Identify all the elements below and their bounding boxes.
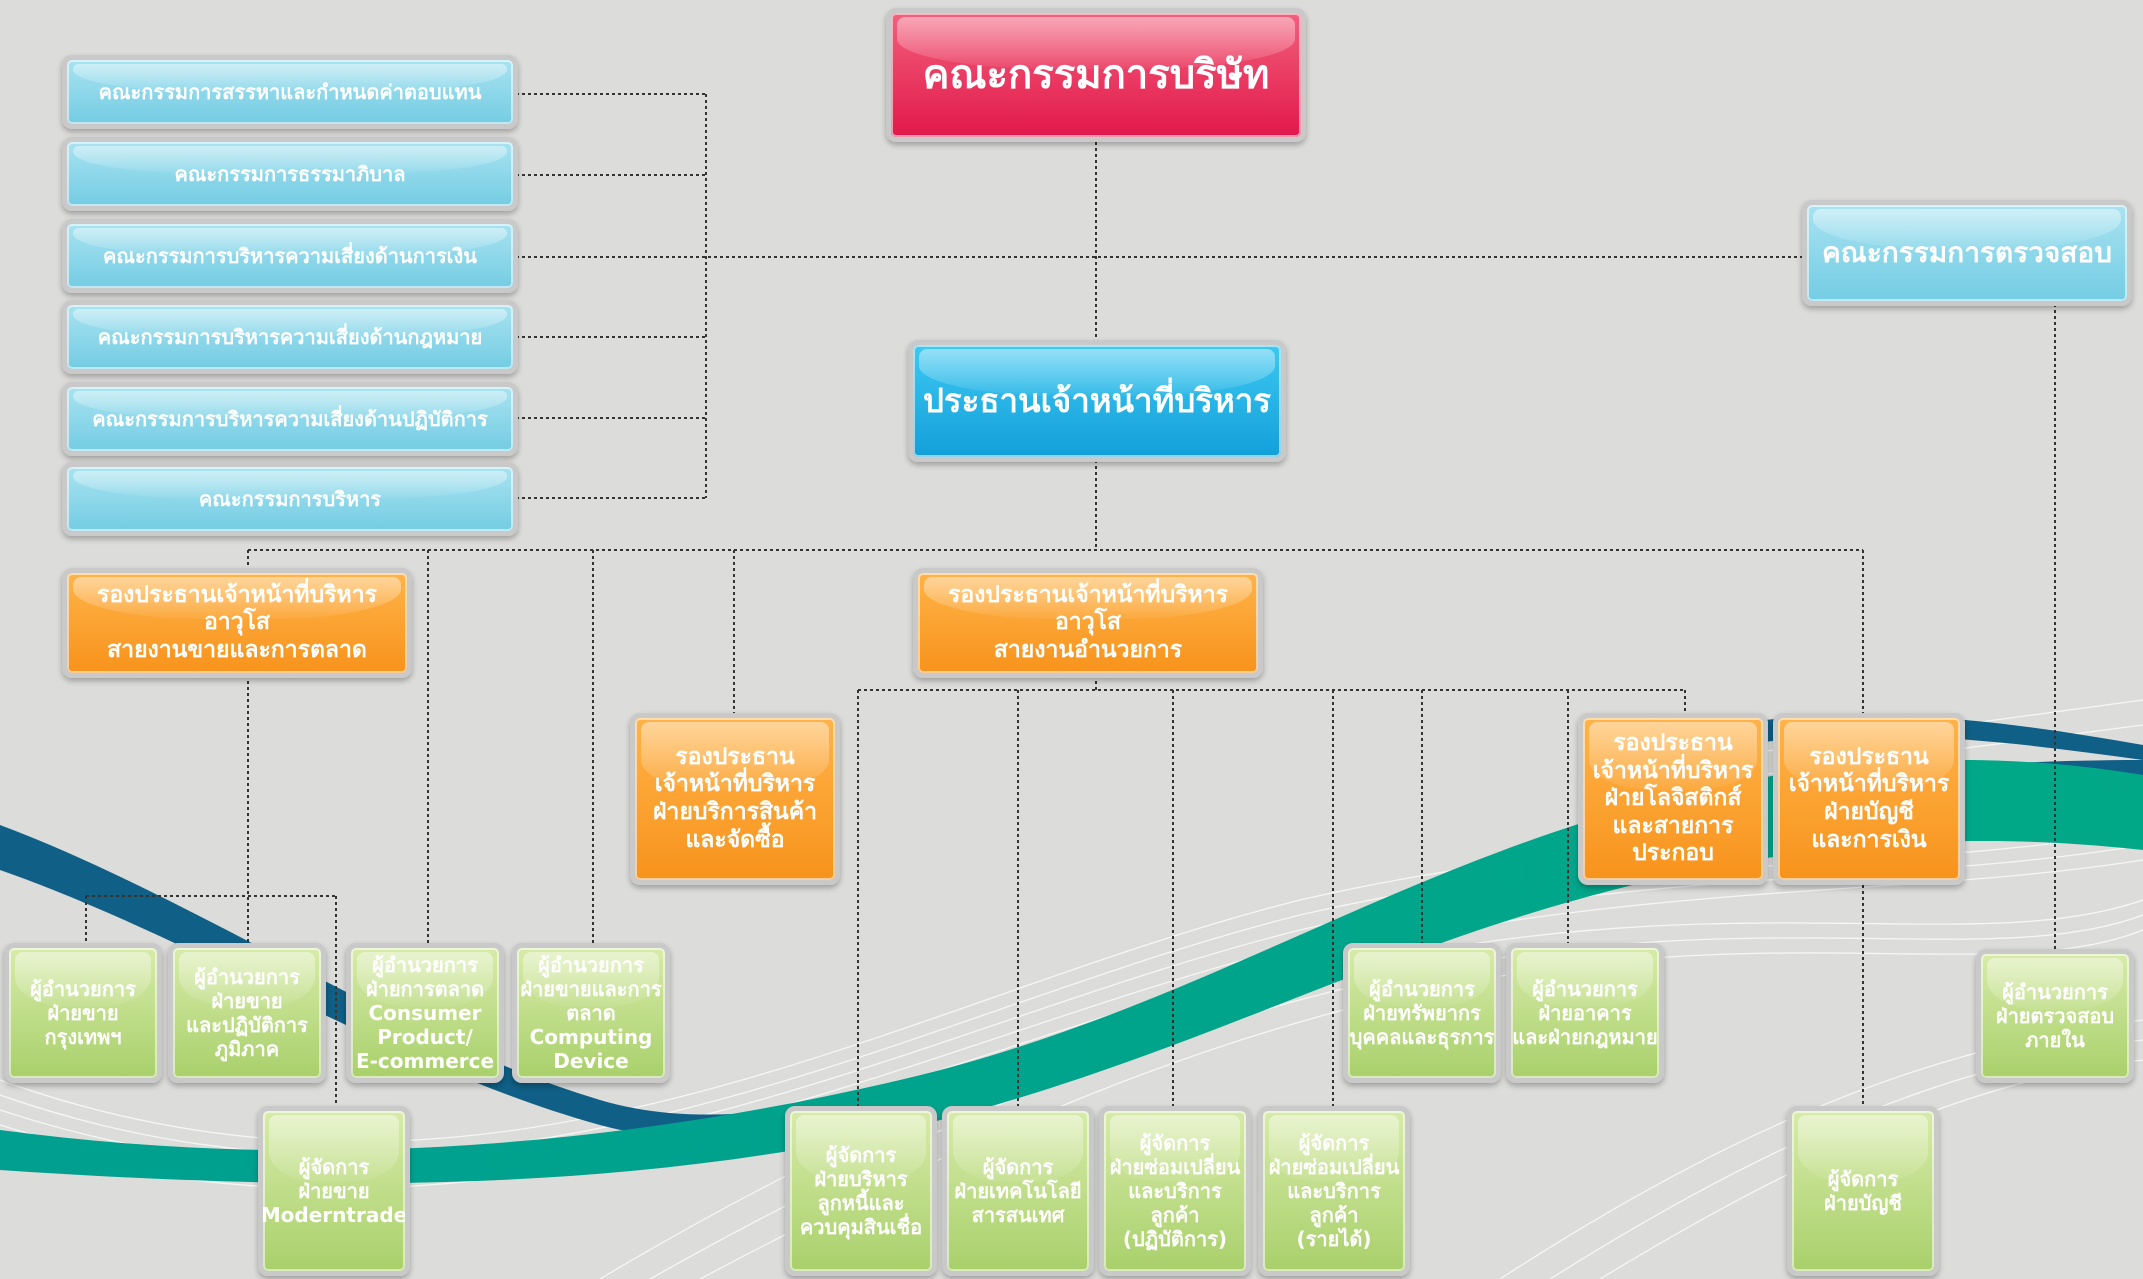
svp-sales-line1: รองประธานเจ้าหน้าที่บริหารอาวุโส — [97, 581, 377, 636]
committee-label: คณะกรรมการบริหารความเสี่ยงด้านปฏิบัติการ — [92, 407, 488, 431]
ceo-title: ประธานเจ้าหน้าที่บริหาร — [922, 381, 1272, 421]
director-line: ฝ่ายขาย — [47, 1001, 119, 1025]
audit-committee-title: คณะกรรมการตรวจสอบ — [1822, 236, 2112, 270]
svp-operations-box: รองประธานเจ้าหน้าที่บริหารอาวุโส สายงานอ… — [913, 568, 1263, 678]
audit-committee-box: คณะกรรมการตรวจสอบ — [1802, 200, 2132, 306]
svp-sales-line2: สายงานขายและการตลาด — [107, 636, 367, 663]
committee-executive: คณะกรรมการบริหาร — [62, 462, 518, 536]
board-of-directors-box: คณะกรรมการบริษัท — [886, 8, 1306, 142]
vp-logistics-line: รองประธาน — [1613, 730, 1733, 757]
director-internal-audit-box: ผู้อำนวยการ ฝ่ายตรวจสอบ ภายใน — [1976, 949, 2134, 1083]
ceo-box: ประธานเจ้าหน้าที่บริหาร — [908, 340, 1286, 462]
director-line: ผู้อำนวยการ — [30, 977, 136, 1001]
manager-line: ลูกหนี้และ — [817, 1191, 905, 1215]
committee-operational-risk: คณะกรรมการบริหารความเสี่ยงด้านปฏิบัติการ — [62, 382, 518, 456]
director-line: Computing — [529, 1025, 653, 1049]
manager-line: ผู้จัดการ — [1298, 1131, 1370, 1155]
manager-line: (ปฏิบัติการ) — [1122, 1227, 1228, 1251]
committee-label: คณะกรรมการบริหาร — [198, 487, 382, 511]
vp-accounting-finance-box: รองประธาน เจ้าหน้าที่บริหาร ฝ่ายบัญชี แล… — [1773, 713, 1965, 885]
vp-product-line: รองประธาน — [675, 743, 795, 770]
svp-sales-marketing-box: รองประธานเจ้าหน้าที่บริหารอาวุโส สายงานข… — [62, 568, 412, 678]
director-building-legal-box: ผู้อำนวยการ ฝ่ายอาคาร และฝ่ายกฎหมาย — [1506, 943, 1664, 1083]
director-line: Consumer — [368, 1001, 482, 1025]
manager-line: ฝ่ายบัญชี — [1824, 1191, 1902, 1215]
director-computing-device-box: ผู้อำนวยการ ฝ่ายขายและการตลาด Computing … — [512, 943, 670, 1083]
svp-operations-line1: รองประธานเจ้าหน้าที่บริหารอาวุโส — [948, 581, 1228, 636]
director-line: ฝ่ายทรัพยากร — [1363, 1001, 1481, 1025]
manager-line: ควบคุมสินเชื่อ — [799, 1215, 923, 1239]
manager-line: ฝ่ายขาย — [298, 1179, 370, 1203]
director-line: ฝ่ายอาคาร — [1538, 1001, 1632, 1025]
director-hr-admin-box: ผู้อำนวยการ ฝ่ายทรัพยากร บุคคลและธุรการ — [1343, 943, 1501, 1083]
manager-line: ผู้จัดการ — [982, 1155, 1054, 1179]
manager-line: ฝ่ายเทคโนโลยี — [954, 1179, 1082, 1203]
board-title: คณะกรรมการบริษัท — [922, 52, 1270, 98]
manager-line: ฝ่ายซ่อมเปลี่ยน — [1268, 1155, 1400, 1179]
director-sales-bangkok-box: ผู้อำนวยการ ฝ่ายขาย กรุงเทพฯ — [4, 943, 162, 1083]
manager-line: ผู้จัดการ — [298, 1155, 370, 1179]
director-line: และฝ่ายกฎหมาย — [1512, 1025, 1658, 1049]
manager-line: (รายได้) — [1296, 1227, 1372, 1251]
vp-logistics-assembly-box: รองประธาน เจ้าหน้าที่บริหาร ฝ่ายโลจิสติก… — [1578, 713, 1768, 885]
vp-product-line: และจัดซื้อ — [685, 826, 785, 853]
vp-logistics-line: เจ้าหน้าที่บริหาร — [1592, 757, 1754, 784]
vp-accounting-line: ฝ่ายบัญชี — [1824, 799, 1914, 825]
director-line: Product/ — [377, 1025, 473, 1049]
director-line: Device — [553, 1049, 629, 1073]
director-line: ผู้อำนวยการ — [1369, 977, 1475, 1001]
manager-repair-revenue-box: ผู้จัดการ ฝ่ายซ่อมเปลี่ยน และบริการลูกค้… — [1258, 1106, 1410, 1276]
committee-label: คณะกรรมการบริหารความเสี่ยงด้านกฎหมาย — [97, 325, 483, 349]
director-line: และปฏิบัติการ — [186, 1013, 308, 1037]
committee-governance: คณะกรรมการธรรมาภิบาล — [62, 137, 518, 211]
vp-accounting-line: รองประธาน — [1809, 743, 1929, 770]
director-line: ฝ่ายขาย — [211, 989, 283, 1013]
committee-nomination-compensation: คณะกรรมการสรรหาและกำหนดค่าตอบแทน — [62, 55, 518, 129]
committee-financial-risk: คณะกรรมการบริหารความเสี่ยงด้านการเงิน — [62, 219, 518, 293]
manager-line: ผู้จัดการ — [1827, 1167, 1899, 1191]
svp-operations-line2: สายงานอำนวยการ — [993, 636, 1183, 663]
director-marketing-consumer-box: ผู้อำนวยการ ฝ่ายการตลาด Consumer Product… — [346, 943, 504, 1083]
director-line: ผู้อำนวยการ — [2002, 980, 2108, 1004]
manager-line: สารสนเทศ — [971, 1203, 1065, 1227]
manager-line: ผู้จัดการ — [1139, 1131, 1211, 1155]
committee-label: คณะกรรมการบริหารความเสี่ยงด้านการเงิน — [103, 244, 477, 268]
manager-line: ผู้จัดการ — [825, 1143, 897, 1167]
director-line: กรุงเทพฯ — [44, 1025, 122, 1049]
manager-line: และบริการลูกค้า — [1287, 1179, 1381, 1227]
director-line: ผู้อำนวยการ — [194, 965, 300, 989]
vp-logistics-line: และสายการประกอบ — [1612, 812, 1734, 867]
director-line: ภูมิภาค — [214, 1037, 280, 1061]
manager-accounting-box: ผู้จัดการ ฝ่ายบัญชี — [1787, 1106, 1939, 1276]
vp-logistics-line: ฝ่ายโลจิสติกส์ — [1604, 785, 1742, 812]
director-line: บุคคลและธุรการ — [1349, 1025, 1495, 1049]
vp-product-line: ฝ่ายบริการสินค้า — [652, 799, 818, 825]
vp-product-line: เจ้าหน้าที่บริหาร — [654, 771, 816, 798]
manager-line: Moderntrade — [260, 1203, 408, 1227]
manager-repair-operations-box: ผู้จัดการ ฝ่ายซ่อมเปลี่ยน และบริการลูกค้… — [1099, 1106, 1251, 1276]
director-line: ฝ่ายขายและการตลาด — [520, 977, 662, 1025]
manager-debtor-credit-box: ผู้จัดการ ฝ่ายบริหาร ลูกหนี้และ ควบคุมสิ… — [785, 1106, 937, 1276]
vp-accounting-line: เจ้าหน้าที่บริหาร — [1788, 771, 1950, 798]
director-line: ฝ่ายการตลาด — [365, 977, 485, 1001]
manager-moderntrade-box: ผู้จัดการ ฝ่ายขาย Moderntrade — [258, 1106, 410, 1276]
manager-line: และบริการลูกค้า — [1128, 1179, 1222, 1227]
director-sales-regional-box: ผู้อำนวยการ ฝ่ายขาย และปฏิบัติการ ภูมิภา… — [168, 943, 326, 1083]
director-line: ภายใน — [2025, 1028, 2085, 1052]
committee-label: คณะกรรมการธรรมาภิบาล — [174, 162, 406, 186]
vp-accounting-line: และการเงิน — [1811, 826, 1927, 853]
director-line: ฝ่ายตรวจสอบ — [1995, 1004, 2115, 1028]
director-line: ผู้อำนวยการ — [372, 953, 478, 977]
manager-it-box: ผู้จัดการ ฝ่ายเทคโนโลยี สารสนเทศ — [942, 1106, 1094, 1276]
director-line: E-commerce — [355, 1049, 495, 1073]
director-line: ผู้อำนวยการ — [538, 953, 644, 977]
committee-legal-risk: คณะกรรมการบริหารความเสี่ยงด้านกฎหมาย — [62, 300, 518, 374]
committee-label: คณะกรรมการสรรหาและกำหนดค่าตอบแทน — [98, 80, 482, 104]
vp-product-service-procurement-box: รองประธาน เจ้าหน้าที่บริหาร ฝ่ายบริการสิ… — [630, 713, 840, 885]
director-line: ผู้อำนวยการ — [1532, 977, 1638, 1001]
manager-line: ฝ่ายบริหาร — [814, 1167, 908, 1191]
manager-line: ฝ่ายซ่อมเปลี่ยน — [1109, 1155, 1241, 1179]
